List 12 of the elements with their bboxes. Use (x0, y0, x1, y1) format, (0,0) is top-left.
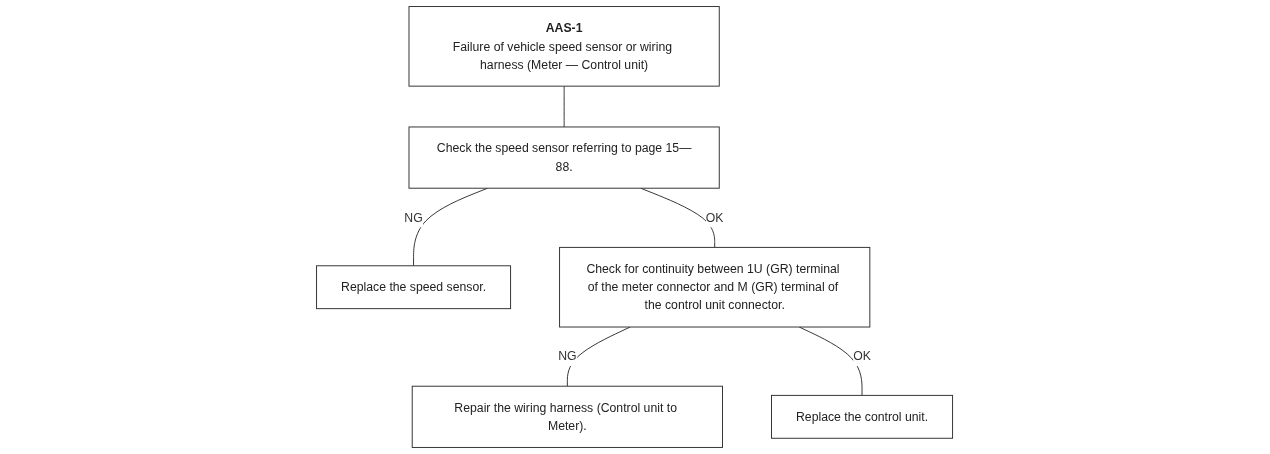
edge-label: NG (404, 210, 424, 225)
node-box: Repair the wiring harness (Control unit to Meter). (412, 385, 724, 448)
node-box: Check for continuity between 1U (GR) terminal of the meter connector and M (GR) terminal of the control unit connector. (559, 246, 871, 328)
connector (564, 85, 566, 128)
edge-label: NG (558, 349, 577, 363)
edge-label: OK (853, 349, 872, 363)
node-box: AAS-1 Failure of vehicle speed sensor or wiring harness (Meter — Control unit) (408, 6, 721, 87)
node-box: Replace the control unit. (771, 394, 954, 439)
edge-label: OK (706, 210, 724, 225)
connector (799, 326, 863, 396)
node-box: Replace the speed sensor. (316, 265, 512, 310)
node-box: Check the speed sensor referring to page 15—88. (408, 126, 721, 189)
